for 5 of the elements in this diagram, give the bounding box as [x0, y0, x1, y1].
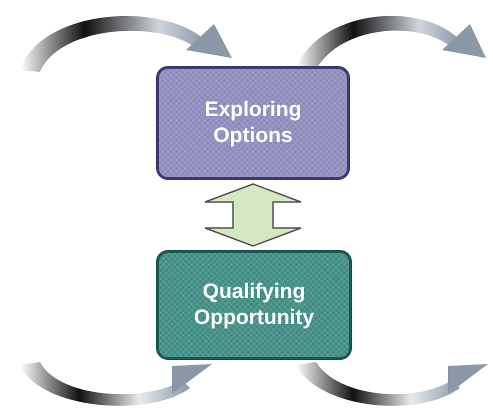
box-label: Qualifying Opportunity: [192, 278, 316, 331]
double-arrow: [204, 183, 302, 247]
rounded-box: [156, 250, 352, 360]
box-label: Exploring Options: [204, 96, 302, 149]
rounded-box: [156, 66, 350, 180]
